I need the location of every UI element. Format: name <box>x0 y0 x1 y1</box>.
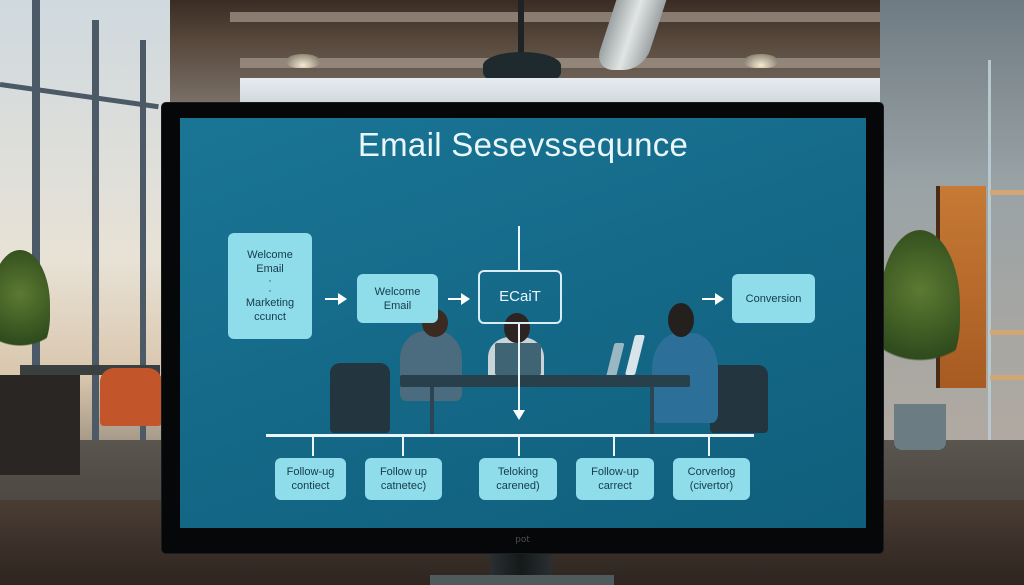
right-arrow-icon <box>702 293 724 305</box>
node-text: Teloking <box>497 466 539 478</box>
node-text: Follow-ug <box>286 466 335 478</box>
monitor-brand-label: pot <box>515 535 530 545</box>
node-text: Follow-up <box>591 466 639 478</box>
page-title: Email Sesevssequnce <box>357 126 689 163</box>
node-text: Follow up <box>379 466 428 478</box>
potted-plant <box>880 230 960 380</box>
monitor-screen: Email Sesevssequnce Welcome Email · · Ma… <box>180 118 866 528</box>
right-arrow-icon <box>325 293 347 305</box>
person-head <box>504 313 530 343</box>
shelf <box>990 190 1024 195</box>
node-text: · <box>268 275 272 287</box>
pendant-lamp <box>744 54 778 68</box>
window-mullion <box>92 20 99 460</box>
shelf <box>990 375 1024 380</box>
down-arrow-icon <box>513 410 525 420</box>
node-text: ECaiT <box>499 288 541 305</box>
laptop <box>625 335 645 375</box>
node-text: Email <box>256 263 284 275</box>
node-text: contiect <box>291 480 330 492</box>
branch-line <box>266 434 754 437</box>
node-text: · <box>268 285 272 297</box>
shelf <box>990 330 1024 335</box>
connector-line <box>613 436 615 456</box>
cabinet <box>0 375 80 475</box>
pendant-lamp <box>286 54 320 68</box>
node-text: Email <box>383 299 412 312</box>
potted-plant <box>0 250 50 360</box>
connector-line <box>312 436 314 456</box>
node-conversion[interactable]: Conversion <box>732 274 815 323</box>
node-center[interactable]: ECaiT <box>478 270 562 324</box>
node-branch-5[interactable]: Corverlog (civertor) <box>673 458 750 500</box>
node-text: (civertor) <box>689 480 734 492</box>
node-text: ccunct <box>254 311 286 323</box>
node-text: Corverlog <box>687 466 736 478</box>
node-text: catnetec) <box>380 480 427 492</box>
node-text: Welcome <box>374 285 421 298</box>
node-text: Conversion <box>745 292 802 305</box>
node-branch-3[interactable]: Teloking carened) <box>479 458 557 500</box>
node-welcome-email[interactable]: Welcome Email <box>357 274 438 323</box>
node-start[interactable]: Welcome Email · · Marketing ccunct <box>228 233 312 339</box>
connector-line <box>518 226 520 272</box>
side-desk <box>20 365 160 375</box>
right-arrow-icon <box>448 293 470 305</box>
chair <box>710 365 768 433</box>
node-text: Welcome <box>247 249 293 261</box>
table-leg <box>430 387 434 435</box>
orange-chair <box>100 368 162 426</box>
connector-line <box>402 436 404 456</box>
shelving-unit <box>988 60 1024 460</box>
connector-line <box>518 324 520 412</box>
plant-pot <box>894 404 946 450</box>
node-text: carrect <box>598 480 632 492</box>
connector-line <box>518 436 520 456</box>
table-leg <box>650 387 654 435</box>
node-branch-2[interactable]: Follow up catnetec) <box>365 458 442 500</box>
monitor-stand-base <box>430 575 614 585</box>
node-text: carened) <box>496 480 540 492</box>
node-branch-4[interactable]: Follow-up carrect <box>576 458 654 500</box>
meeting-table <box>400 375 690 387</box>
window-mullion <box>32 0 40 470</box>
node-branch-1[interactable]: Follow-ug contiect <box>275 458 346 500</box>
node-text: Marketing <box>245 297 295 309</box>
window-mullion <box>140 40 146 460</box>
speaker-mount <box>518 0 524 56</box>
meeting-photo <box>330 303 770 435</box>
ceiling-beam <box>230 12 880 22</box>
connector-line <box>708 436 710 456</box>
chair <box>330 363 390 433</box>
person-head <box>668 303 694 337</box>
laptop <box>605 343 625 379</box>
